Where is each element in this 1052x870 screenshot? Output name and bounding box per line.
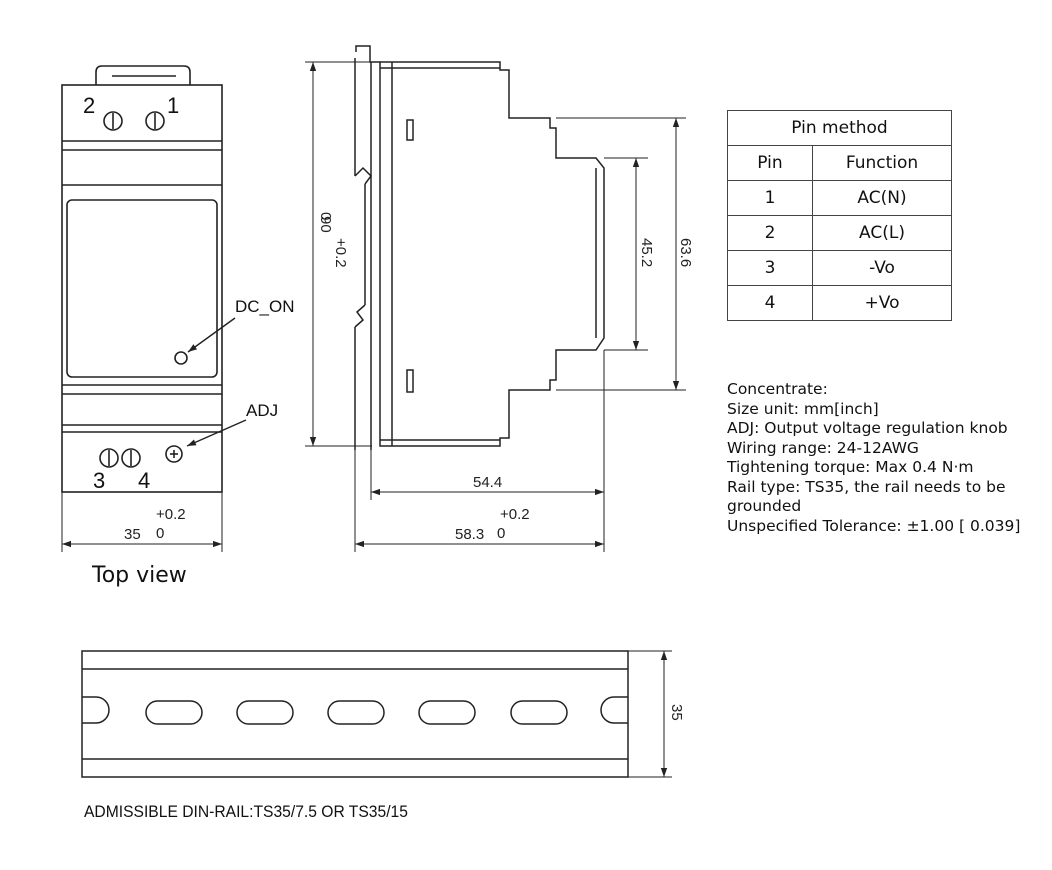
depth-tol-plus: +0.2 — [500, 506, 530, 523]
pin-number: 1 — [727, 180, 813, 216]
column-header-pin: Pin — [727, 145, 813, 181]
outer-height-value: 63.6 — [677, 238, 694, 267]
height-tol-plus: +0.2 — [332, 238, 349, 268]
column-header-function: Function — [812, 145, 952, 181]
width-dimension — [61, 492, 223, 552]
table-row: 3 -Vo — [727, 250, 952, 286]
note-line: ADJ: Output voltage regulation knob — [727, 419, 1008, 437]
pin-function: -Vo — [812, 250, 952, 286]
adj-label: ADJ — [246, 401, 278, 420]
table-title-row: Pin method — [727, 110, 952, 146]
pin-function: +Vo — [812, 285, 952, 321]
inner-height-dimension — [604, 157, 648, 351]
table-title: Pin method — [727, 110, 952, 146]
pin-method-table: Pin method Pin Function 1 AC(N) 2 AC(L) … — [727, 110, 952, 321]
terminal-label-3: 3 — [93, 468, 105, 493]
width-value: 35 — [124, 526, 141, 543]
table-row: 2 AC(L) — [727, 215, 952, 251]
dc-on-label: DC_ON — [235, 297, 295, 316]
note-line: Unspecified Tolerance: ±1.00 [ 0.039] — [727, 516, 1021, 535]
pin-function: AC(L) — [812, 215, 952, 251]
depth-total-dimension — [354, 450, 604, 552]
pin-function: AC(N) — [812, 180, 952, 216]
terminal-label-1: 1 — [167, 93, 179, 118]
table-row: 4 +Vo — [727, 285, 952, 321]
note-line: Size unit: mm[inch] — [727, 399, 879, 418]
width-tol-plus: +0.2 — [156, 506, 186, 523]
table-header-row: Pin Function — [727, 145, 952, 181]
terminal-label-2: 2 — [83, 93, 95, 118]
depth-total-value: 58.3 — [455, 526, 484, 543]
front-view — [61, 65, 223, 493]
side-view — [354, 45, 605, 450]
width-tol-minus: 0 — [156, 525, 164, 542]
height-tol-minus: 0 — [317, 212, 334, 220]
table-row: 1 AC(N) — [727, 180, 952, 216]
note-line: Concentrate: — [727, 380, 828, 398]
rail-height-dimension — [628, 650, 672, 778]
height-value: 90 — [317, 216, 334, 233]
note-line: Wiring range: 24-12AWG — [727, 438, 919, 457]
outer-height-dimension — [556, 117, 686, 391]
din-rail-caption: ADMISSIBLE DIN-RAIL:TS35/7.5 OR TS35/15 — [84, 802, 408, 821]
front-view-leaders — [186, 317, 247, 447]
rail-height-value: 35 — [668, 704, 685, 721]
top-view-caption: Top view — [92, 563, 187, 588]
pin-number: 2 — [727, 215, 813, 251]
inner-height-value: 45.2 — [638, 238, 655, 267]
depth-tol-minus: 0 — [497, 525, 505, 542]
notes-block: Concentrate: Size unit: mm[inch] ADJ: Ou… — [727, 380, 1052, 536]
note-line: Tightening torque: Max 0.4 N·m — [727, 458, 974, 476]
pin-number: 3 — [727, 250, 813, 286]
depth-inner-dimension — [370, 350, 605, 552]
height-dimension — [305, 61, 372, 447]
din-rail — [81, 650, 629, 778]
note-line: Rail type: TS35, the rail needs to be gr… — [727, 477, 1006, 516]
terminal-label-4: 4 — [138, 468, 150, 493]
pin-number: 4 — [727, 285, 813, 321]
depth-inner-value: 54.4 — [473, 474, 502, 491]
